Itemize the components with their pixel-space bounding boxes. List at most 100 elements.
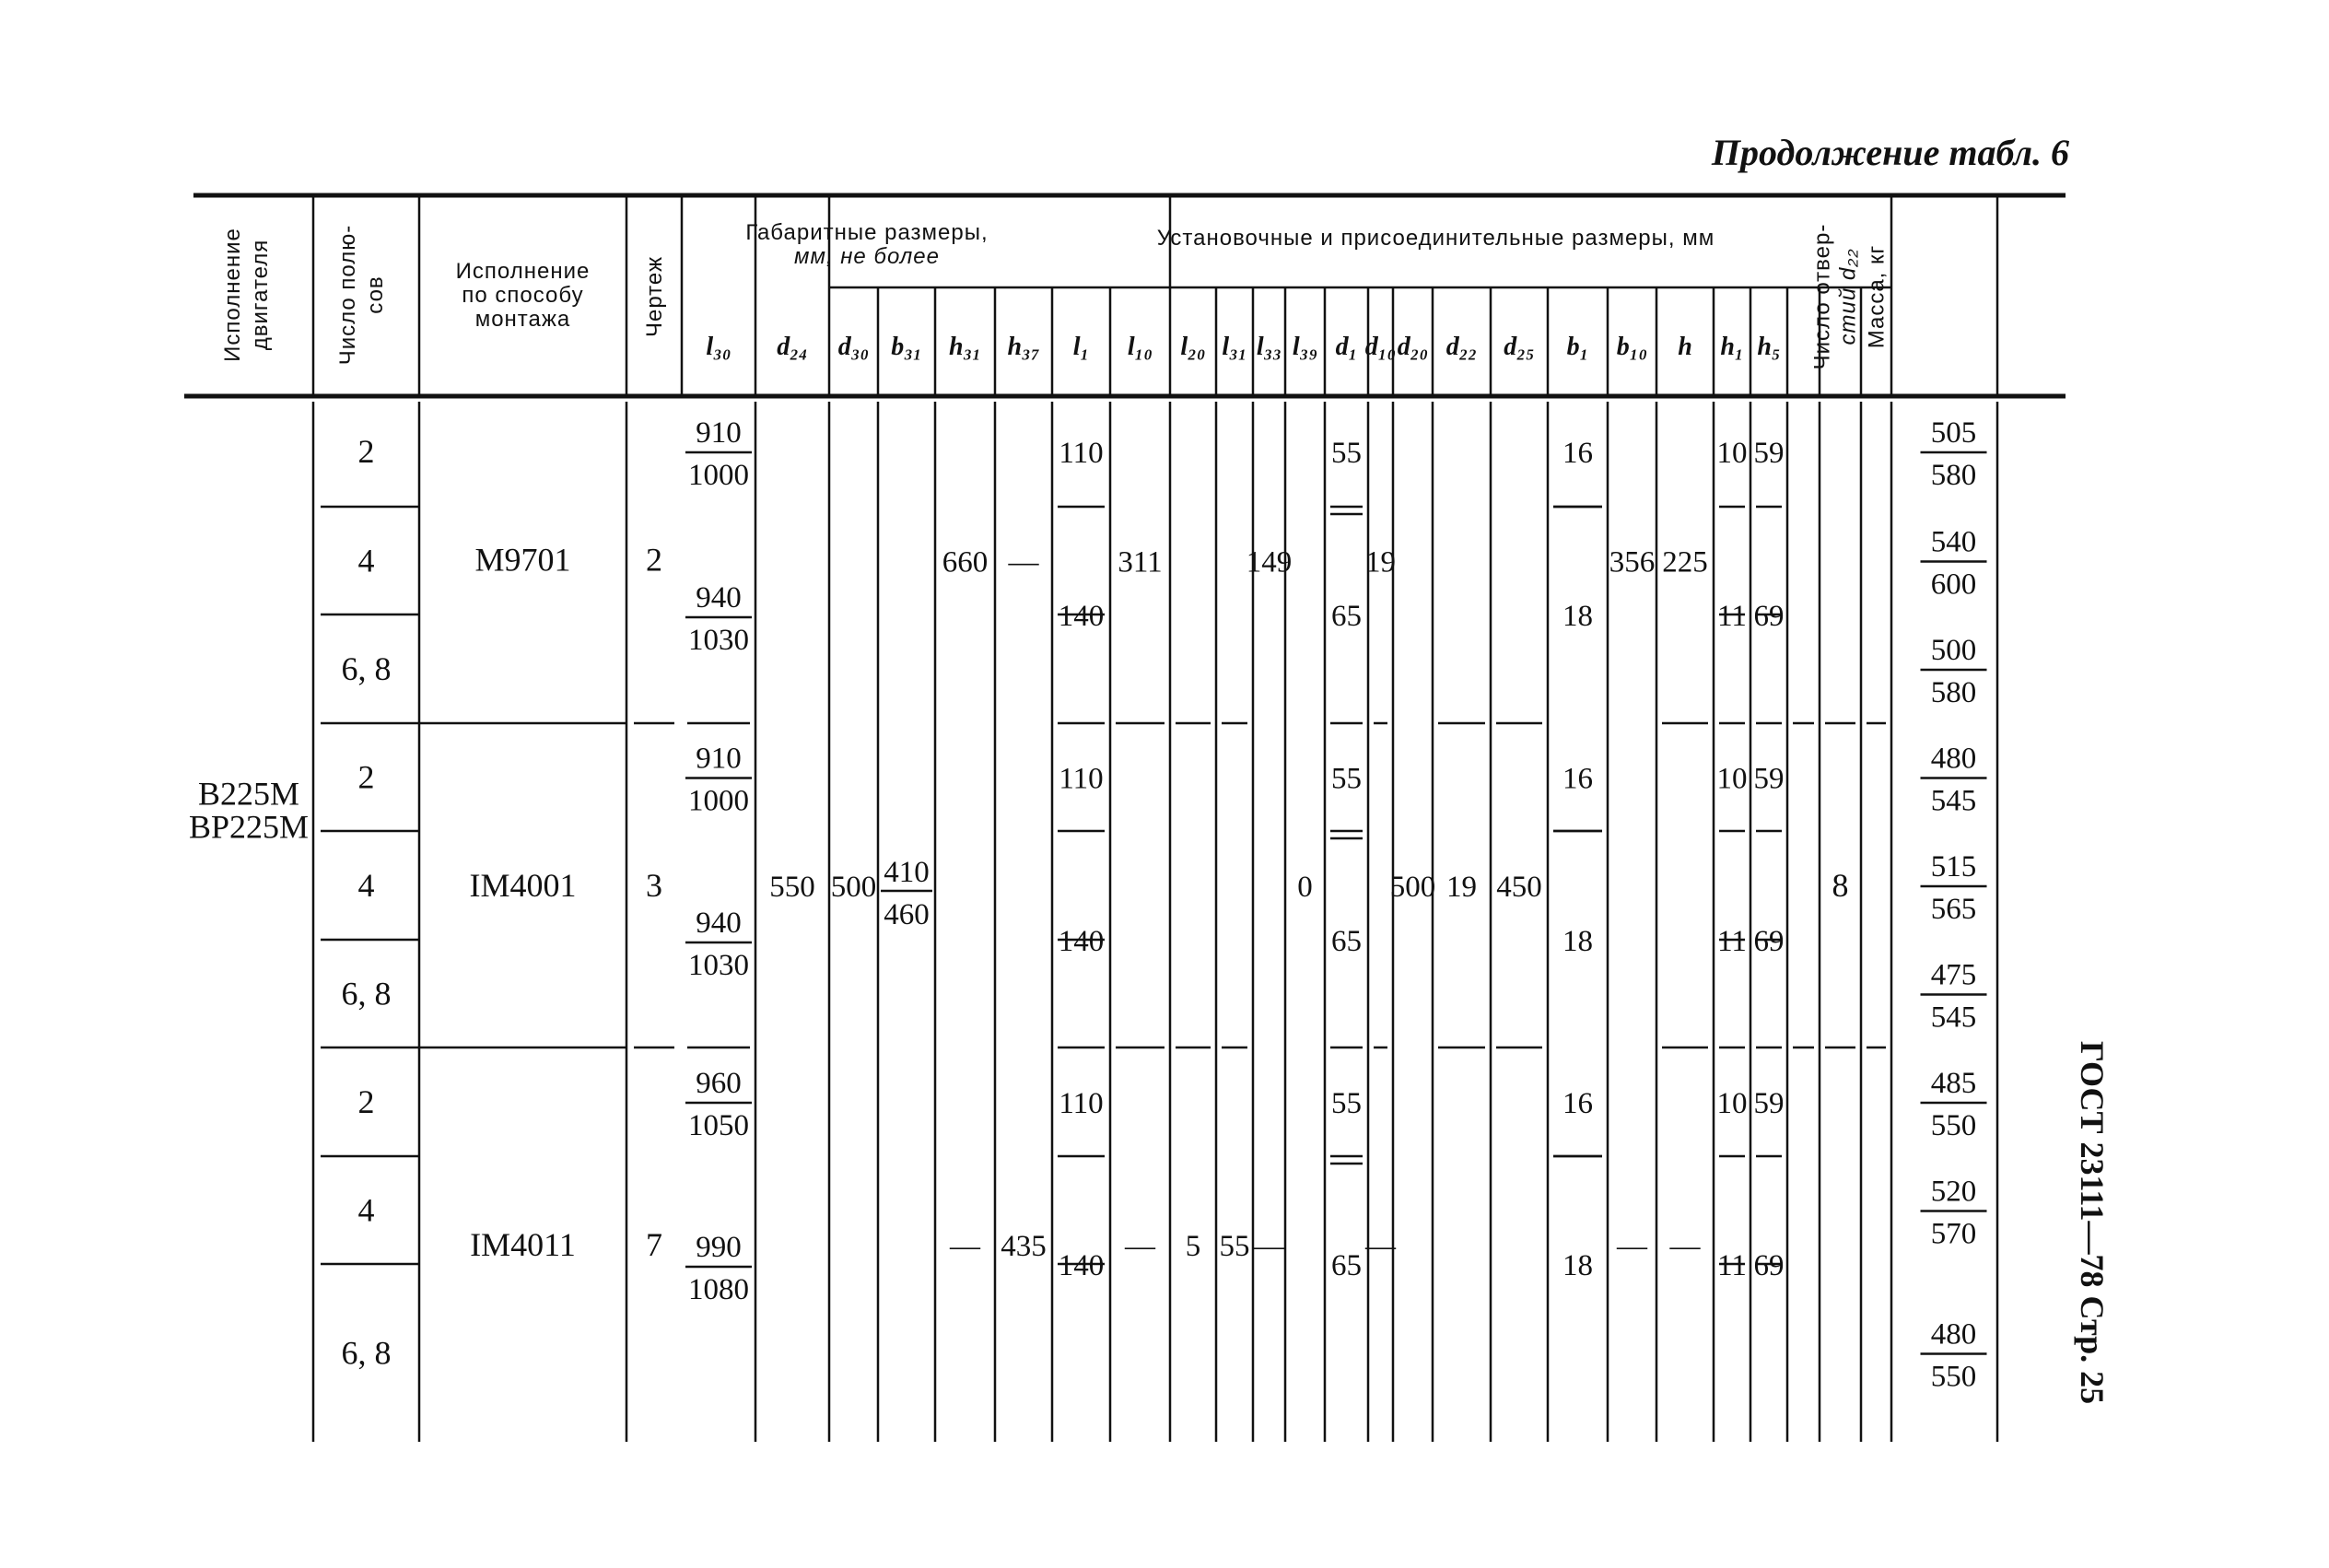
subheader-11: l₃₃ xyxy=(1257,333,1282,361)
b31-value-2: 460 xyxy=(884,898,930,931)
header-overall: Габаритные размеры, xyxy=(745,220,988,245)
group-value-bottom: — xyxy=(1669,1230,1702,1263)
subrow-value: 69 xyxy=(1754,925,1785,958)
subrow-value: 59 xyxy=(1754,437,1785,470)
mass-value-8-denominator: 570 xyxy=(1931,1218,1977,1251)
subheader-1: l₃₀ xyxy=(706,333,731,361)
mass-value-5-numerator: 515 xyxy=(1931,850,1977,883)
mass-value-7-denominator: 550 xyxy=(1931,1109,1977,1142)
subrow-value: 140 xyxy=(1059,600,1105,633)
subheader-14: d₁₀ xyxy=(1365,333,1397,361)
l39-value: 0 xyxy=(1297,871,1313,904)
subrow-value: 10 xyxy=(1717,1087,1748,1120)
subheader-10: l₃₁ xyxy=(1222,333,1246,361)
group-value-top: 660 xyxy=(942,546,989,579)
mass-value-3-denominator: 580 xyxy=(1931,676,1977,709)
d30-value: 500 xyxy=(831,871,877,904)
subrow-value: 55 xyxy=(1331,437,1362,470)
l31-value: 55 xyxy=(1220,1230,1250,1263)
group-value-bottom: — xyxy=(949,1230,981,1263)
page-side-label: ГОСТ 23111—78 Стр. 25 xyxy=(2074,1041,2111,1405)
group-value-bottom: — xyxy=(1616,1230,1648,1263)
subrow-value: 16 xyxy=(1562,763,1593,796)
l30-value-3-denominator: 1000 xyxy=(688,785,749,818)
group-value-top: 311 xyxy=(1118,546,1162,579)
subheader-3: d₃₀ xyxy=(838,333,870,361)
subrow-value: 59 xyxy=(1754,763,1785,796)
mount-value: M9701 xyxy=(474,542,570,579)
group-value-top: — xyxy=(1008,546,1040,579)
subrow-value: 65 xyxy=(1331,925,1362,958)
header-holes-line2: стий d₂₂ xyxy=(1836,248,1861,345)
drawing-value: 2 xyxy=(646,542,662,579)
subrow-value: 69 xyxy=(1754,600,1785,633)
subheader-21: h₁ xyxy=(1720,333,1743,361)
engine-model-variant: BP225M xyxy=(189,809,309,846)
header-install: Установочные и присоединительные размеры… xyxy=(1157,226,1715,251)
l30-value-4-numerator: 940 xyxy=(696,907,742,940)
subrow-value: 110 xyxy=(1059,437,1103,470)
mass-value-2-denominator: 600 xyxy=(1931,568,1977,602)
poles-value: 4 xyxy=(358,867,375,904)
mount-value: IM4011 xyxy=(470,1226,576,1263)
mass-value-1-numerator: 505 xyxy=(1931,416,1977,450)
subheader-8: l₁₀ xyxy=(1128,333,1153,361)
mass-value-2-numerator: 540 xyxy=(1931,526,1977,559)
mount-value: IM4001 xyxy=(470,867,577,904)
mass-value-4-numerator: 480 xyxy=(1931,743,1977,776)
holes-value: 8 xyxy=(1832,867,1849,904)
header-mount-line2: по способу xyxy=(462,283,583,308)
poles-value: 6, 8 xyxy=(342,976,392,1012)
subrow-value: 59 xyxy=(1754,1087,1785,1120)
mass-value-8-numerator: 520 xyxy=(1931,1176,1977,1209)
subrow-value: 140 xyxy=(1059,1249,1105,1282)
subheader-16: d₂₂ xyxy=(1446,333,1478,361)
l30-value-1-denominator: 1000 xyxy=(688,459,749,492)
poles-value: 4 xyxy=(358,1192,375,1229)
continuation-title: Продолжение табл. 6 xyxy=(1711,132,2069,173)
subheader-15: d₂₀ xyxy=(1398,333,1429,361)
subheader-5: h₃₁ xyxy=(949,333,981,361)
poles-value: 2 xyxy=(358,759,375,796)
mass-value-6-denominator: 545 xyxy=(1931,1001,1977,1035)
d20-value: 500 xyxy=(1390,871,1436,904)
subheader-4: b₃₁ xyxy=(891,333,922,361)
l30-value-3-numerator: 910 xyxy=(696,743,742,776)
subrow-value: 10 xyxy=(1717,437,1748,470)
header-mass: Масса, кг xyxy=(1865,245,1890,349)
subheader-19: b₁₀ xyxy=(1617,333,1648,361)
drawing-value: 3 xyxy=(646,867,662,904)
d22-value: 19 xyxy=(1446,871,1477,904)
b31-value: 410 xyxy=(884,856,930,889)
subrow-value: 65 xyxy=(1331,600,1362,633)
subrow-value: 11 xyxy=(1717,1249,1747,1282)
header-holes: Число отвер- xyxy=(1810,224,1835,370)
subrow-value: 110 xyxy=(1059,1087,1103,1120)
header-drawing: Чертеж xyxy=(642,256,667,337)
mass-value-5-denominator: 565 xyxy=(1931,893,1977,926)
subrow-value: 18 xyxy=(1562,1249,1593,1282)
mass-value-7-numerator: 485 xyxy=(1931,1067,1977,1100)
engine-model: B225M xyxy=(198,776,299,813)
mass-value-4-denominator: 545 xyxy=(1931,785,1977,818)
subrow-value: 55 xyxy=(1331,763,1362,796)
mass-value-1-denominator: 580 xyxy=(1931,459,1977,492)
subrow-value: 69 xyxy=(1754,1249,1785,1282)
l30-value-5-denominator: 1050 xyxy=(688,1109,749,1142)
subrow-value: 11 xyxy=(1717,925,1747,958)
subheader-17: d₂₅ xyxy=(1504,333,1535,361)
subheader-2: d₂₄ xyxy=(777,333,808,361)
subrow-value: 65 xyxy=(1331,1249,1362,1282)
mass-value-3-numerator: 500 xyxy=(1931,634,1977,667)
poles-value: 6, 8 xyxy=(342,1335,392,1372)
d25-value: 450 xyxy=(1496,871,1542,904)
subrow-value: 16 xyxy=(1562,437,1593,470)
header-poles: Число полю- xyxy=(335,225,360,366)
mass-value-9-numerator: 480 xyxy=(1931,1318,1977,1352)
poles-value: 4 xyxy=(358,543,375,579)
d24-value: 550 xyxy=(769,871,815,904)
group-value-top: 225 xyxy=(1662,546,1708,579)
l30-value-1-numerator: 910 xyxy=(696,416,742,450)
header-mount-line3: монтажа xyxy=(475,307,571,332)
mass-value-6-numerator: 475 xyxy=(1931,959,1977,992)
